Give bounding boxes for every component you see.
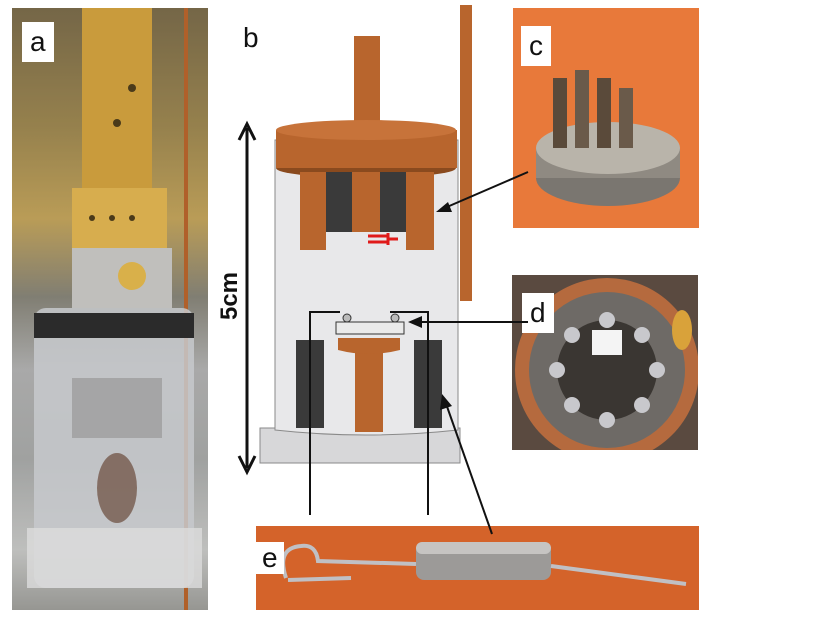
stage-stem [355, 350, 383, 432]
reed-switch-illustration [281, 542, 687, 586]
panel-label-c: c [521, 26, 551, 66]
copper-comb-illustration [536, 70, 680, 206]
top-rod [354, 36, 380, 126]
photo-panel-e: e [256, 526, 699, 610]
photo-panel-a: a [12, 8, 208, 610]
sample-stage-illustration [515, 278, 698, 450]
stage-top [338, 338, 400, 354]
callout-e-head [440, 394, 452, 410]
callout-e-line [443, 397, 493, 535]
wire-left [309, 311, 340, 515]
side-rod [460, 5, 472, 301]
photo-panel-c: c [513, 8, 699, 228]
probe-photo-illustration [12, 8, 208, 610]
copper-fin-1 [300, 172, 326, 250]
top-disk-top [276, 120, 456, 140]
panel-label-b: b [243, 22, 259, 53]
callout-c-head [436, 202, 452, 212]
contact-left [342, 313, 352, 323]
dimension-label: 5cm [216, 271, 243, 321]
sample-plate [335, 321, 405, 335]
callout-c-line [439, 171, 529, 211]
copper-fin-2 [352, 172, 380, 232]
heater-element [368, 233, 398, 245]
panel-label-a: a [22, 22, 54, 62]
magnet-fin-1 [322, 172, 352, 232]
panel-label-e: e [256, 542, 284, 574]
dimension-arrow-top [237, 120, 257, 141]
copper-fin-3 [406, 172, 434, 250]
dimension-arrow-bottom [237, 455, 257, 476]
contact-right [390, 313, 400, 323]
wire-right [390, 311, 429, 515]
magnet-fin-2 [380, 172, 408, 232]
panel-label-d: d [522, 293, 554, 333]
callout-d-head [408, 316, 422, 328]
photo-panel-d: d [512, 275, 698, 450]
